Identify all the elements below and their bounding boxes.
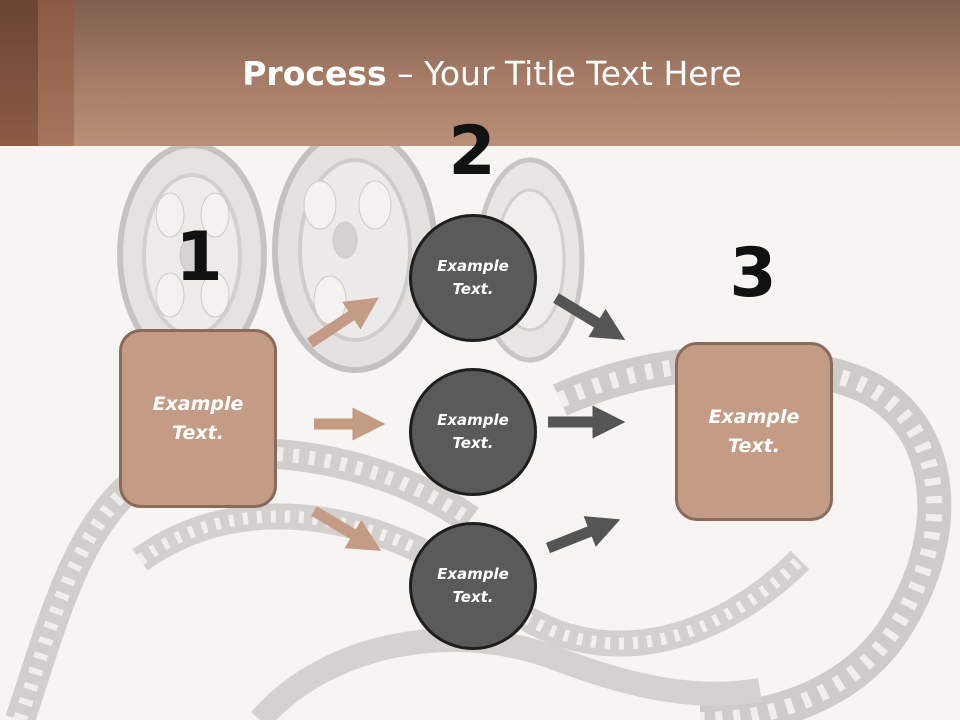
left-text-box[interactable]: Example Text. <box>119 329 277 508</box>
step-number-3: 3 <box>729 234 777 313</box>
top-circle[interactable]: Example Text. <box>409 214 537 342</box>
middle-circle-text: Example Text. <box>437 411 509 452</box>
right-box-text: Example Text. <box>708 405 800 457</box>
middle-circle[interactable]: Example Text. <box>409 368 537 496</box>
step-number-2: 2 <box>448 112 496 191</box>
arrow-to-bottom-circle <box>311 506 382 551</box>
left-box-text: Example Text. <box>152 392 244 444</box>
bottom-circle[interactable]: Example Text. <box>409 522 537 650</box>
title-bold: Process <box>242 54 387 93</box>
title-banner <box>0 0 960 146</box>
slide-title[interactable]: Process – Your Title Text Here <box>0 52 960 96</box>
arrow-from-bottom-circle <box>545 516 621 554</box>
bottom-circle-text: Example Text. <box>437 565 509 606</box>
right-text-box[interactable]: Example Text. <box>675 342 833 521</box>
step-number-1: 1 <box>175 218 223 297</box>
top-circle-text: Example Text. <box>437 257 509 298</box>
film-strip-lower <box>250 628 762 720</box>
arrow-to-top-circle <box>306 297 379 348</box>
title-rest: – Your Title Text Here <box>386 54 742 93</box>
arrow-from-top-circle <box>553 293 626 340</box>
banner-accent-mid <box>38 0 74 146</box>
banner-accent-dark <box>0 0 38 146</box>
